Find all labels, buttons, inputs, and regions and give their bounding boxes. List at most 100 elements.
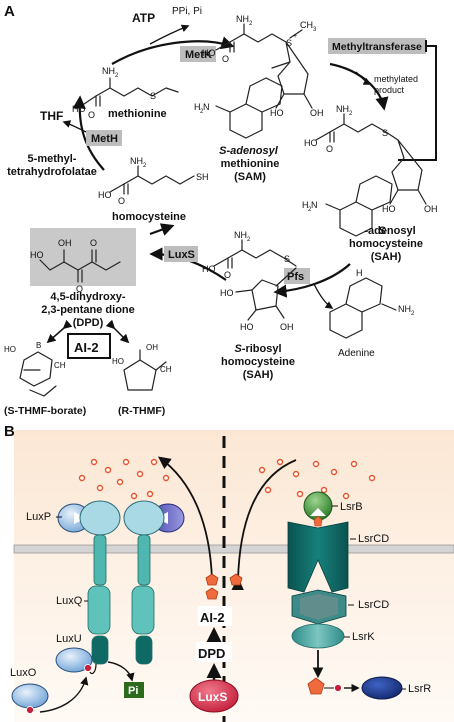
svg-text:OH: OH [58,238,72,248]
panel-a-label: A [4,3,15,20]
ai2-molecules-left [78,458,170,500]
adenine-label: Adenine [338,348,375,359]
svg-text:HO: HO [98,190,112,200]
svg-text:CH: CH [160,365,172,374]
svg-text:CH: CH [300,20,313,30]
svg-text:O: O [88,110,95,120]
svg-text:HO: HO [4,345,16,354]
metk-enzyme-box [180,46,216,62]
svg-text:HO: HO [240,322,254,332]
svg-text:HO: HO [304,138,318,148]
label-line: methionine [221,158,280,170]
luxo-protein [11,683,49,714]
methyltransferase-enzyme-box [328,38,426,54]
svg-text:2: 2 [115,73,119,79]
cell-membrane [13,544,454,554]
lsrk-label: LsrK [352,631,375,643]
lsrk-protein [291,623,345,649]
luxu-protein [55,647,93,673]
methyltransferase-arrow [329,62,389,111]
svg-text:NH: NH [398,304,411,314]
ai2-import-arrow [231,459,297,591]
svg-text:B: B [36,341,41,350]
svg-text:CH: CH [54,361,66,370]
svg-text:S: S [284,254,290,264]
luxs-to-homocysteine-arrow [149,223,175,236]
dpd-center-bg [196,642,232,662]
dpd-label: 4,5-dihydroxy-2,3-pentane dione(DPD) [41,291,135,329]
phospho-ai2 [307,677,342,695]
svg-text:2: 2 [308,207,312,213]
luxs-enzyme-box [164,246,198,262]
pfs-arrow [273,263,351,309]
ai2-molecules-right [258,458,376,500]
svg-text:2: 2 [349,111,353,117]
luxp-label: LuxP [26,511,51,523]
svg-text:H: H [194,102,201,112]
svg-text:NH: NH [234,230,247,240]
svg-text:OH: OH [310,108,324,118]
luxq-transmembrane [87,534,155,665]
dpd-label-b: DPD [198,646,225,661]
r-thmf-structure: HO OH CH [112,343,172,391]
luxs-label: LuxS [168,249,195,261]
s-thmf-label: (S-THMF-borate) [4,405,86,417]
svg-text:2: 2 [249,21,253,27]
svg-text:S: S [382,128,388,138]
ai2-label-a: AI-2 [74,340,99,355]
lsrr-protein [361,676,403,700]
svg-text:HO: HO [382,204,396,214]
dpd-structure-box: OH HO O O [30,228,136,294]
svg-text:H: H [302,200,309,210]
pi-release-arrow [107,661,135,682]
methyl-thf-label: 5-methyl-tetrahydrofolatae [7,153,97,178]
svg-text:S: S [286,38,292,48]
pi-label: Pi [128,685,138,697]
methyltransferase-label: Methyltransferase [332,41,422,53]
svg-text:2: 2 [200,109,204,115]
svg-text:S: S [150,91,156,101]
lsra-nbd [291,589,347,625]
svg-text:SH: SH [196,172,209,182]
ai2-right-arrow [105,319,130,344]
svg-text:OH: OH [146,343,158,352]
lsrr-label: LsrR [408,683,431,695]
svg-text:3: 3 [313,27,317,33]
pfs-enzyme-box [284,268,310,284]
svg-text:HO: HO [30,250,44,260]
svg-text:+: + [293,33,297,40]
luxq-label: LuxQ [56,595,83,607]
svg-text:NH: NH [102,66,115,76]
svg-text:HO: HO [270,108,284,118]
luxo-label: LuxO [10,667,37,679]
svg-text:NH: NH [130,156,143,166]
svg-text:O: O [118,196,125,206]
svg-text:2: 2 [411,311,415,317]
ai2-pentagons-center [205,573,243,600]
svg-text:HO: HO [202,48,216,58]
svg-text:NH: NH [236,14,249,24]
svg-text:O: O [90,238,97,248]
lsrc-transmembrane [287,521,349,593]
atp-label: ATP [132,11,155,25]
phosphorelay-arrow [39,676,89,713]
svg-text:O: O [224,270,231,280]
svg-text:2: 2 [247,237,251,243]
ai2-box [67,333,111,359]
meth-arrow [62,95,105,171]
metk-arrow [111,24,235,65]
svg-text:O: O [76,284,83,294]
svg-text:OH: OH [424,204,438,214]
ai2-export-arrow [157,456,213,581]
ai2-center-bg [198,606,232,626]
luxu-label: LuxU [56,633,82,645]
svg-text:2: 2 [143,163,147,169]
meth-enzyme-box [86,130,122,146]
svg-text:O: O [222,54,229,64]
